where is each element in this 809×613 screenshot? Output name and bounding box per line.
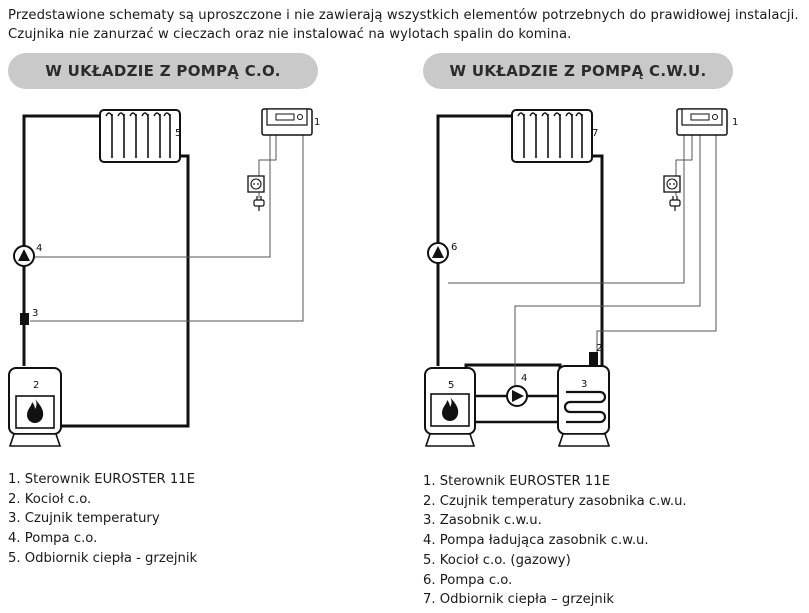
right-legend-item: 6. Pompa c.o. — [423, 572, 513, 588]
left-legend-item: 3. Czujnik temperatury — [8, 511, 160, 527]
right-legend-item: 5. Kocioł c.o. (gazowy) — [423, 552, 571, 568]
left-supply-pipe — [22, 114, 108, 366]
right-legend: 1. Sterownik EUROSTER 11E 2. Czujnik tem… — [423, 472, 687, 610]
right-charge-pump-icon — [506, 385, 528, 407]
left-label-5: 5 — [175, 128, 181, 139]
right-socket-icon — [663, 175, 681, 193]
left-panel-title: W UKŁADZIE Z POMPĄ C.O. — [8, 53, 318, 89]
left-boiler-icon — [8, 367, 62, 447]
intro-text: Przedstawione schematy są uproszczone i … — [8, 6, 799, 44]
right-charge-pump-wire — [514, 135, 701, 386]
left-return-pipe — [60, 154, 190, 428]
right-pump-wire — [448, 135, 685, 284]
right-tank-supply-pipe — [464, 363, 562, 382]
right-legend-item: 1. Sterownik EUROSTER 11E — [423, 474, 611, 489]
left-radiator-icon — [99, 109, 181, 163]
right-legend-item: 2. Czujnik temperatury zasobnika c.w.u. — [423, 493, 687, 509]
left-legend: 1. Sterownik EUROSTER 11E 2. Kocioł c.o.… — [8, 470, 197, 569]
right-sensor-wire — [596, 135, 717, 352]
right-legend-item: 7. Odbiornik ciepła – grzejnik — [423, 592, 615, 608]
left-socket-icon — [247, 175, 265, 193]
left-legend-item: 5. Odbiornik ciepła - grzejnik — [8, 550, 198, 566]
left-diagram: 5 1 4 3 2 — [8, 108, 320, 447]
left-label-3: 3 — [32, 308, 38, 319]
right-label-1: 1 — [732, 117, 738, 128]
left-sensor-wire — [30, 135, 304, 322]
left-plug-icon — [253, 195, 265, 212]
intro-line-2: Czujnika nie zanurzać w cieczach oraz ni… — [8, 27, 572, 42]
right-legend-item: 4. Pompa ładująca zasobnik c.w.u. — [423, 533, 649, 549]
right-plug-icon — [669, 195, 681, 212]
right-supply-pipe — [436, 114, 520, 366]
right-label-6: 6 — [451, 242, 457, 253]
right-sensor-icon — [589, 352, 598, 366]
right-label-5: 5 — [448, 380, 454, 391]
left-legend-item: 2. Kocioł c.o. — [8, 491, 92, 507]
right-label-4: 4 — [521, 373, 527, 384]
left-legend-item: 4. Pompa c.o. — [8, 531, 98, 547]
left-sensor-icon — [20, 313, 29, 325]
right-radiator-icon — [511, 109, 593, 163]
left-legend-item: 1. Sterownik EUROSTER 11E — [8, 472, 196, 487]
left-pump-wire — [34, 135, 271, 258]
right-label-3: 3 — [581, 379, 587, 390]
right-legend-item: 3. Zasobnik c.w.u. — [423, 513, 542, 529]
right-boiler-icon — [424, 367, 476, 447]
right-panel-title: W UKŁADZIE Z POMPĄ C.W.U. — [423, 53, 733, 89]
right-label-7: 7 — [592, 128, 598, 139]
right-tank-icon — [557, 365, 611, 447]
intro-line-1: Przedstawione schematy są uproszczone i … — [8, 8, 799, 23]
left-controller-icon — [261, 108, 313, 136]
right-controller-icon — [676, 108, 728, 136]
right-diagram: 7 1 6 2 3 4 5 — [424, 108, 738, 447]
left-label-4: 4 — [36, 243, 42, 254]
left-label-1: 1 — [314, 117, 320, 128]
left-pump-icon — [13, 245, 35, 267]
left-label-2: 2 — [33, 380, 39, 391]
right-pump-icon — [427, 242, 449, 264]
right-label-2: 2 — [596, 343, 602, 354]
